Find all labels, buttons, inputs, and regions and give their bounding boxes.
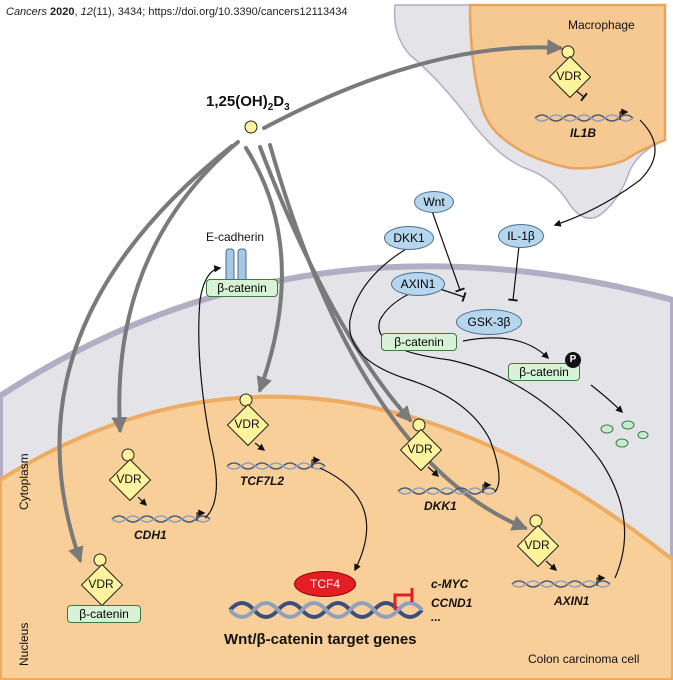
phospho-beta-catenin: β-catenin <box>508 363 580 381</box>
tcf7l2-to-tcf4 <box>319 467 368 572</box>
vdr-nuclear: VDR <box>88 577 114 591</box>
cell-nucleus <box>0 394 673 680</box>
vdr-cdh1: VDR <box>116 472 142 486</box>
axin1-oval: AXIN1 <box>391 272 445 296</box>
gsk3b-oval: GSK-3β <box>456 309 522 335</box>
ligand-dot <box>244 120 258 134</box>
citation: Cancers 2020, 12(11), 3434; https://doi.… <box>6 6 348 18</box>
dna-il1b <box>534 114 634 122</box>
axin1-from-gene <box>378 286 626 579</box>
gene-cdh1: CDH1 <box>134 528 167 542</box>
promoter-marks <box>196 108 629 586</box>
vdr-axin1: VDR <box>524 538 550 552</box>
signaling-links <box>137 85 656 579</box>
cytoplasm-label: Cytoplasm <box>17 453 31 510</box>
il1b-oval: IL-1β <box>498 224 544 248</box>
arrow-to-axin1-vdr <box>268 143 528 531</box>
vdr-heads <box>93 45 575 567</box>
il1b-to-gsk3b <box>508 245 520 302</box>
target-gene-promoter <box>393 593 412 610</box>
axin1-to-gsk3b <box>439 288 467 302</box>
nucleus-label: Nucleus <box>17 622 31 666</box>
arrow-to-macrophage <box>262 39 564 130</box>
phosphate-badge: P <box>565 352 581 368</box>
dkk1-oval: DKK1 <box>384 226 434 250</box>
cdh1-to-ecadherin <box>198 265 222 519</box>
ligand-arrows <box>57 39 564 564</box>
tcf4-oval: TCF4 <box>294 571 356 597</box>
il1b-secretion <box>553 119 656 227</box>
cell-label: Colon carcinoma cell <box>528 652 640 666</box>
gene-ellipsis: ... <box>431 610 442 624</box>
ligand-label: 1,25(OH)2D3 <box>206 93 290 113</box>
cyto-beta-catenin: β-catenin <box>381 333 457 351</box>
gene-dkk1: DKK1 <box>424 499 457 513</box>
dna-axin1 <box>511 580 611 588</box>
gene-axin1: AXIN1 <box>554 594 590 608</box>
dkk1-from-gene <box>349 236 500 493</box>
dna-dkk1 <box>397 487 497 495</box>
gene-cmyc: c-MYC <box>431 577 469 591</box>
ecadherin-label: E-cadherin <box>206 230 265 244</box>
dna-strands <box>111 114 634 619</box>
membrane-beta-catenin: β-catenin <box>206 279 278 297</box>
ecadherin-right <box>237 248 247 282</box>
ecadherin-left <box>225 248 235 282</box>
arrow-to-tcf7l2-vdr <box>244 146 284 394</box>
vdr-dkk1: VDR <box>407 442 433 456</box>
gene-tcf7l2: TCF7L2 <box>240 474 285 488</box>
degradation <box>590 384 624 414</box>
wnt-inhibits-gsk3b <box>431 210 465 293</box>
beta-cat-phosphorylation <box>462 337 550 360</box>
arrow-to-nuclear-vdr <box>57 144 234 564</box>
arrow-to-dkk1-vdr <box>258 145 413 423</box>
wnt-oval: Wnt <box>414 191 454 213</box>
arrow-to-cdh1-vdr <box>111 140 240 434</box>
nuclear-beta-catenin: β-catenin <box>67 605 141 623</box>
gene-il1b: IL1B <box>570 126 597 140</box>
macrophage-label: Macrophage <box>568 18 635 32</box>
gene-ccnd1: CCND1 <box>431 596 473 610</box>
dna-tcf7l2 <box>226 462 326 470</box>
vdr-macrophage: VDR <box>556 69 582 83</box>
target-genes-label: Wnt/β-catenin target genes <box>224 631 417 648</box>
degraded-fragments <box>600 420 649 448</box>
dna-cdh1 <box>111 515 211 523</box>
vdr-tcf7l2: VDR <box>234 417 260 431</box>
